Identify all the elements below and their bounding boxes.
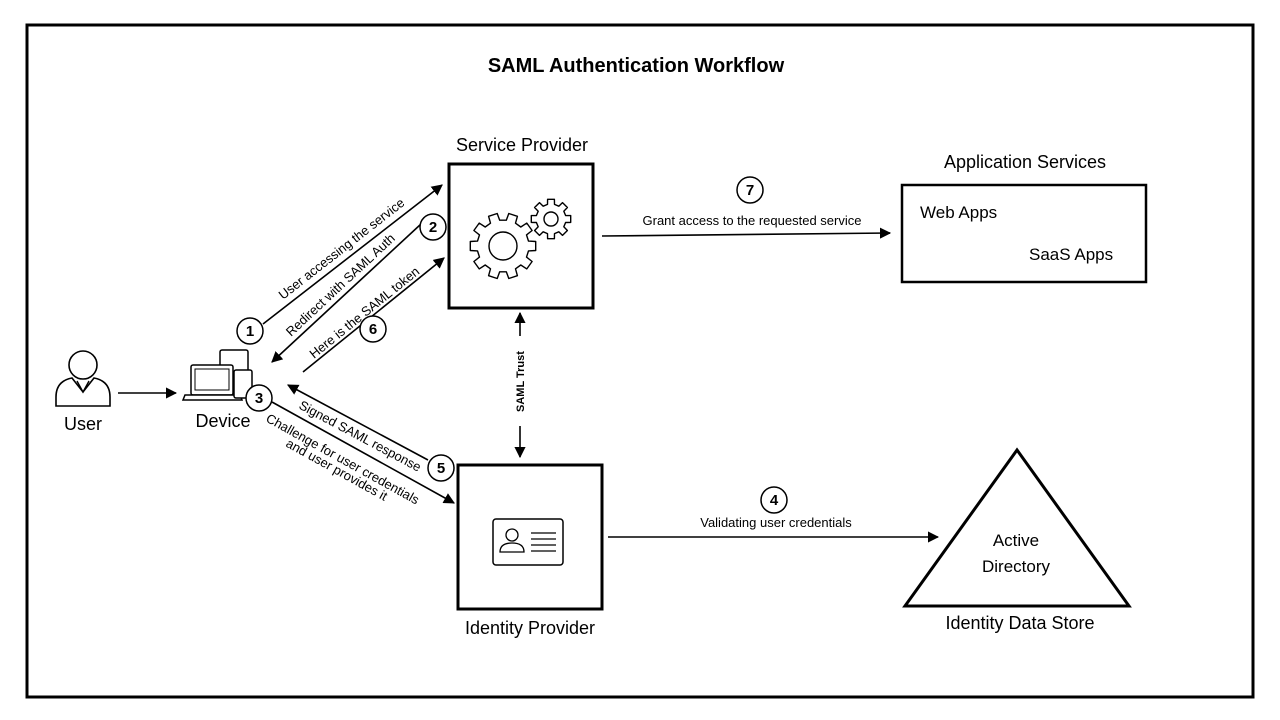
- user-avatar-icon: [55, 350, 111, 407]
- step7-arrow: [601, 227, 892, 239]
- svg-text:7: 7: [746, 182, 754, 199]
- svg-text:2: 2: [429, 219, 437, 236]
- active-directory-line2: Directory: [982, 557, 1051, 576]
- id-card-icon: [492, 518, 564, 566]
- identity-provider-label: Identity Provider: [465, 618, 595, 638]
- application-services-box: [900, 183, 1148, 284]
- user-label: User: [64, 414, 102, 434]
- step6-arrow: [302, 257, 445, 373]
- svg-text:4: 4: [770, 492, 779, 509]
- application-services-label: Application Services: [944, 152, 1106, 172]
- step-badge-4: 4: [760, 486, 788, 514]
- step-badge-5: 5: [427, 454, 455, 482]
- svg-text:1: 1: [246, 323, 254, 340]
- gears-icon: [469, 198, 572, 280]
- device-label: Device: [195, 411, 250, 431]
- step2-arrow: [271, 223, 422, 363]
- step7-edge-label: Grant access to the requested service: [643, 213, 862, 228]
- identity-data-store-label: Identity Data Store: [945, 613, 1094, 633]
- step-badge-6: 6: [359, 315, 387, 343]
- step-badge-1: 1: [236, 317, 264, 345]
- step5-arrow: [287, 384, 429, 461]
- svg-text:3: 3: [255, 390, 263, 407]
- svg-text:6: 6: [369, 321, 377, 338]
- svg-text:5: 5: [437, 460, 445, 477]
- step4-edge-label: Validating user credentials: [700, 515, 852, 530]
- step3-arrow: [271, 401, 455, 504]
- active-directory-line1: Active: [993, 531, 1039, 550]
- saas-apps-label: SaaS Apps: [1029, 245, 1113, 264]
- step-badge-3: 3: [245, 384, 273, 412]
- active-directory-triangle: [902, 447, 1132, 608]
- laptop-tablet-phone-icon: [181, 349, 253, 401]
- service-provider-label: Service Provider: [456, 135, 588, 155]
- web-apps-label: Web Apps: [920, 203, 997, 222]
- diagram-title: SAML Authentication Workflow: [488, 55, 785, 77]
- step-badge-7: 7: [736, 176, 764, 204]
- saml-trust-label: SAML Trust: [515, 351, 527, 412]
- step1-arrow: [262, 184, 443, 325]
- step-badge-2: 2: [419, 213, 447, 241]
